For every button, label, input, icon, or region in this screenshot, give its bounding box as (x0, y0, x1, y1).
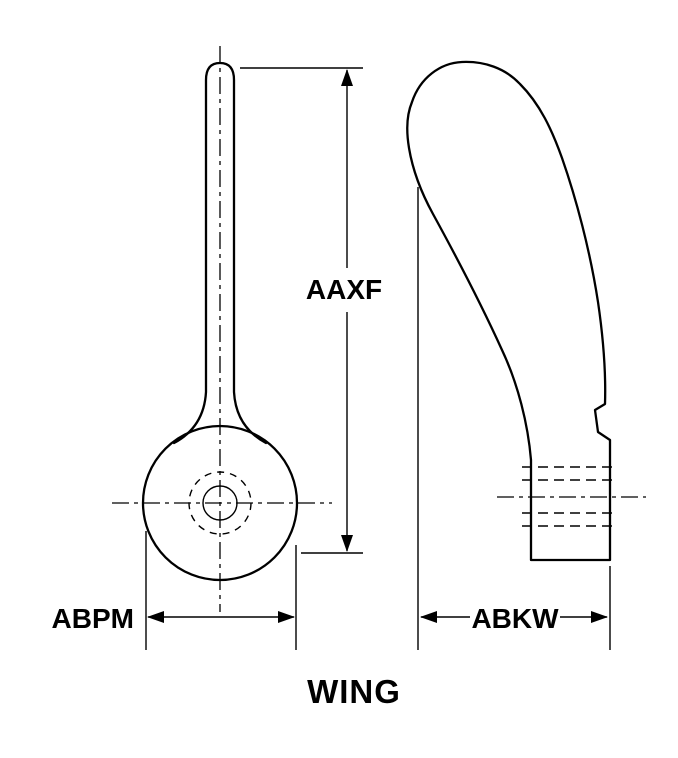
abkw-arrow-right (591, 611, 608, 623)
boss-circle (141, 424, 299, 582)
dimension-aaxf: AAXF (240, 67, 382, 554)
hub-hole-circle (202, 485, 238, 521)
abpm-arrow-right (278, 611, 295, 623)
side-view (406, 60, 646, 562)
side-view-outline (406, 60, 612, 562)
aaxf-arrow-down (341, 535, 353, 552)
abpm-arrow-left (147, 611, 164, 623)
abkw-arrow-left (420, 611, 437, 623)
dimension-abpm: ABPM (52, 531, 297, 650)
abkw-label: ABKW (471, 603, 559, 634)
aaxf-arrow-up (341, 69, 353, 86)
aaxf-label: AAXF (306, 274, 382, 305)
counterbore-circle-dashed (188, 471, 252, 535)
view-caption: WING (307, 673, 401, 710)
front-view (112, 46, 332, 612)
front-view-stem-outline (172, 61, 268, 445)
dimension-abkw: ABKW (417, 187, 611, 650)
abpm-label: ABPM (52, 603, 134, 634)
